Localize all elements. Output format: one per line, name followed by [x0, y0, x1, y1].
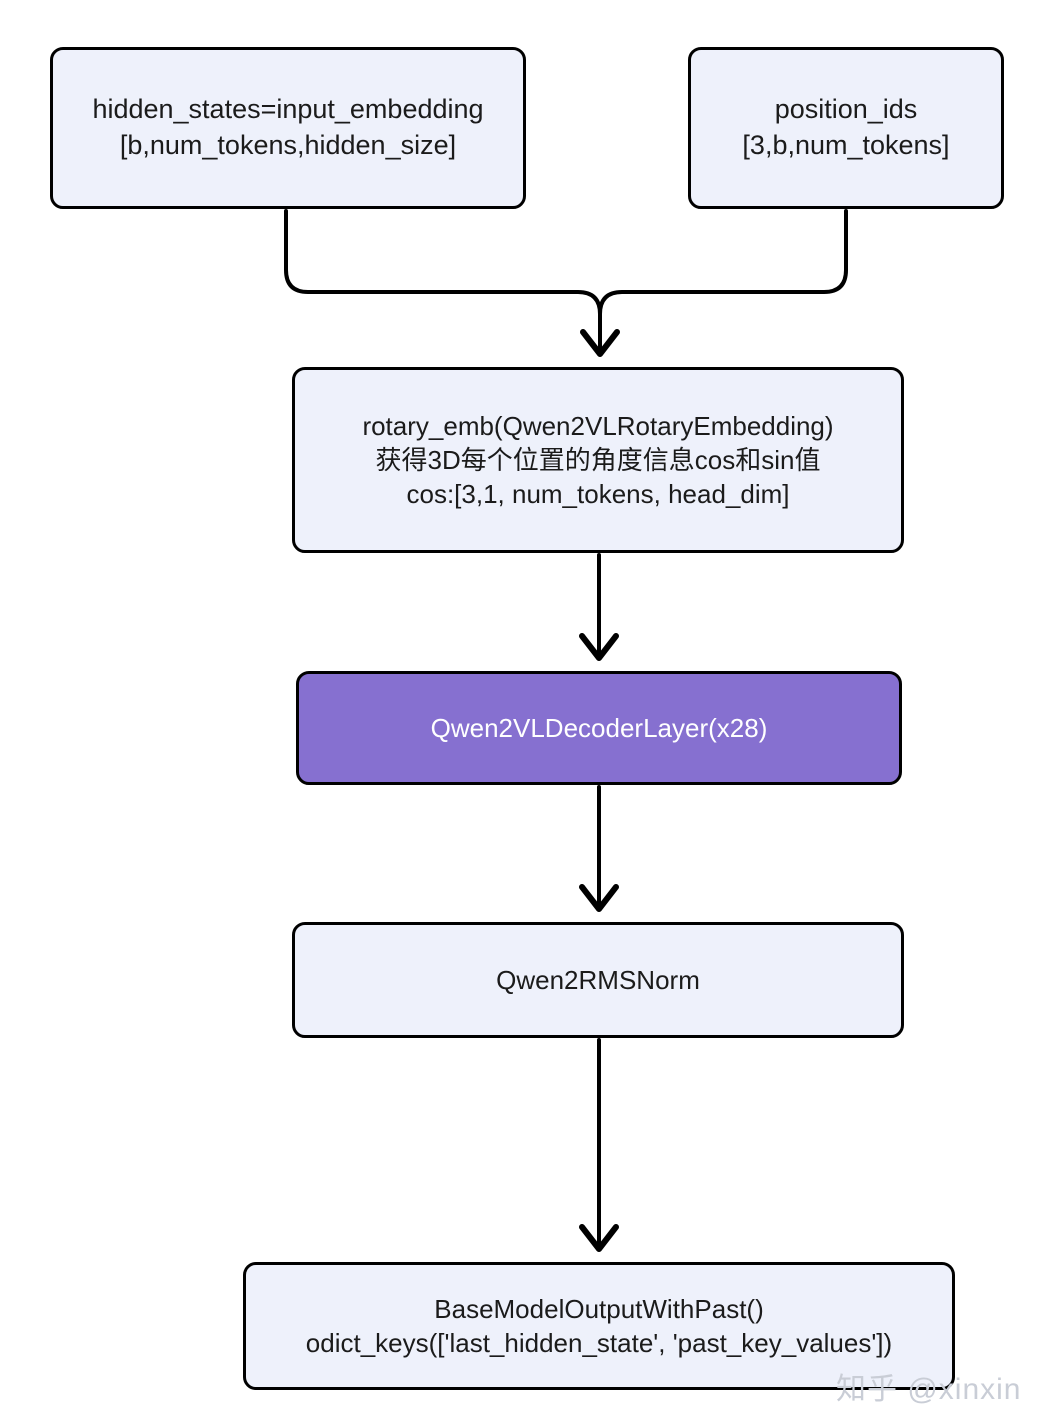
arrowhead-into-output: [579, 1224, 619, 1252]
node-decoder-layer[interactable]: Qwen2VLDecoderLayer(x28): [296, 671, 902, 785]
node-rotary-emb-line-2: 获得3D每个位置的角度信息cos和sin值: [375, 444, 821, 475]
node-position-ids-line-1: position_ids: [774, 94, 918, 125]
arrowhead-into-rmsnorm: [579, 884, 619, 912]
node-position-ids[interactable]: position_ids [3,b,num_tokens]: [688, 47, 1004, 209]
node-rotary-emb-line-1: rotary_emb(Qwen2VLRotaryEmbedding): [362, 410, 834, 441]
node-rmsnorm[interactable]: Qwen2RMSNorm: [292, 922, 904, 1038]
node-hidden-states[interactable]: hidden_states=input_embedding [b,num_tok…: [50, 47, 526, 209]
node-hidden-states-line-2: [b,num_tokens,hidden_size]: [119, 130, 457, 160]
node-output[interactable]: BaseModelOutputWithPast() odict_keys(['l…: [243, 1262, 955, 1390]
node-decoder-layer-label: Qwen2VLDecoderLayer(x28): [430, 712, 768, 743]
node-output-line-1: BaseModelOutputWithPast(): [434, 1293, 764, 1324]
node-rmsnorm-label: Qwen2RMSNorm: [496, 964, 700, 995]
arrowhead-into-decoder: [579, 633, 619, 661]
node-rotary-emb[interactable]: rotary_emb(Qwen2VLRotaryEmbedding) 获得3D每…: [292, 367, 904, 553]
node-rotary-emb-line-3: cos:[3,1, num_tokens, head_dim]: [406, 479, 790, 510]
edge-position-ids-to-rotary: [598, 209, 848, 354]
node-hidden-states-line-1: hidden_states=input_embedding: [92, 94, 484, 125]
edge-hidden-states-to-rotary: [284, 209, 602, 354]
watermark: 知乎 @xinxin: [836, 1373, 1022, 1406]
arrowhead-into-rotary: [580, 329, 620, 357]
node-output-line-2: odict_keys(['last_hidden_state', 'past_k…: [305, 1328, 893, 1358]
node-position-ids-line-2: [3,b,num_tokens]: [742, 130, 950, 160]
